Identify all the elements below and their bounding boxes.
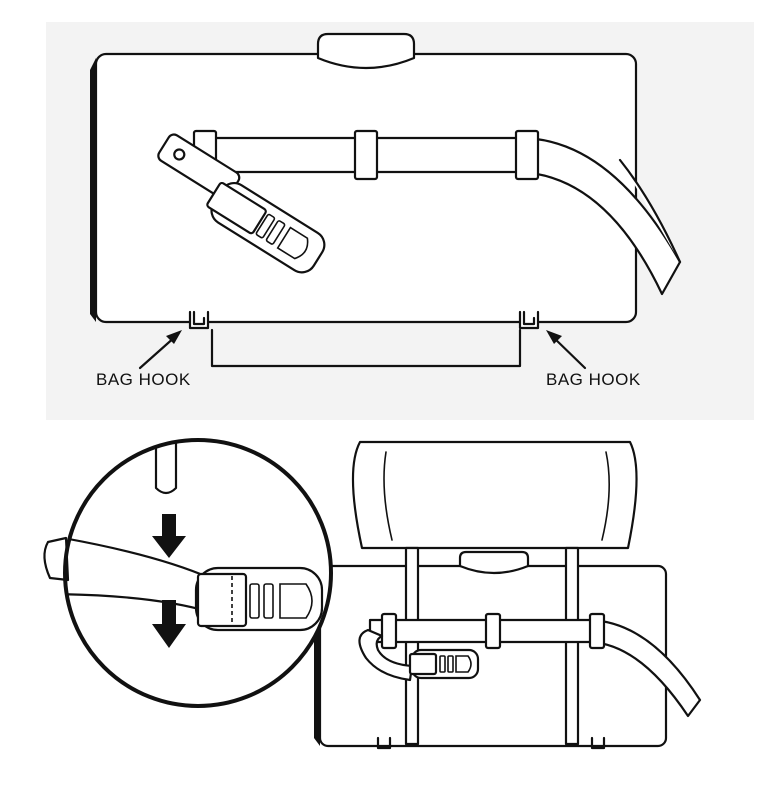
organizer-side-edge — [90, 58, 96, 322]
headrest-fold — [383, 451, 393, 541]
strap-loop — [588, 612, 606, 650]
strap-loop — [514, 129, 540, 181]
detail-post — [154, 440, 178, 495]
bag-hook — [590, 736, 606, 750]
top-handle-tab — [316, 32, 416, 70]
strap-hole — [173, 148, 186, 161]
strap-loop — [484, 612, 502, 650]
arrow-right-head — [546, 330, 562, 344]
buckle — [408, 648, 480, 680]
detail-magnifier — [43, 438, 333, 708]
detail-buckle-sleeve — [196, 572, 248, 628]
arrow-left-line — [138, 334, 178, 370]
arrow-right-line — [550, 334, 587, 370]
buckle-sleeve — [206, 181, 267, 235]
magnifier-ring — [63, 438, 333, 708]
bag-hook-right-shape — [518, 310, 540, 330]
headrest — [351, 440, 638, 550]
strap — [368, 618, 702, 718]
buckle-sleeve — [408, 652, 438, 676]
organizer-top-view — [90, 32, 682, 370]
down-arrow-icon — [152, 600, 186, 648]
organizer-body — [94, 52, 638, 324]
bag-hook-label-right: BAG HOOK — [546, 370, 641, 389]
bag-hook-left-shape — [188, 310, 210, 330]
hook-bracket — [210, 328, 522, 368]
buckle — [206, 181, 326, 274]
down-arrow-icon — [152, 514, 186, 558]
detail-buckle — [194, 566, 324, 632]
bag-hook — [376, 736, 392, 750]
arrow-left-head — [166, 330, 182, 344]
bag-hook-label-left: BAG HOOK — [96, 370, 191, 389]
top-handle-tab — [458, 550, 530, 575]
strap-loop — [353, 129, 379, 181]
headrest-post-left — [404, 546, 420, 746]
headrest-post-right — [564, 546, 580, 746]
strap — [203, 136, 682, 296]
headrest-fold — [601, 451, 610, 541]
organizer-mounted-view — [314, 440, 702, 750]
strap-curve-outer — [618, 158, 682, 264]
strap-loop — [380, 612, 398, 650]
